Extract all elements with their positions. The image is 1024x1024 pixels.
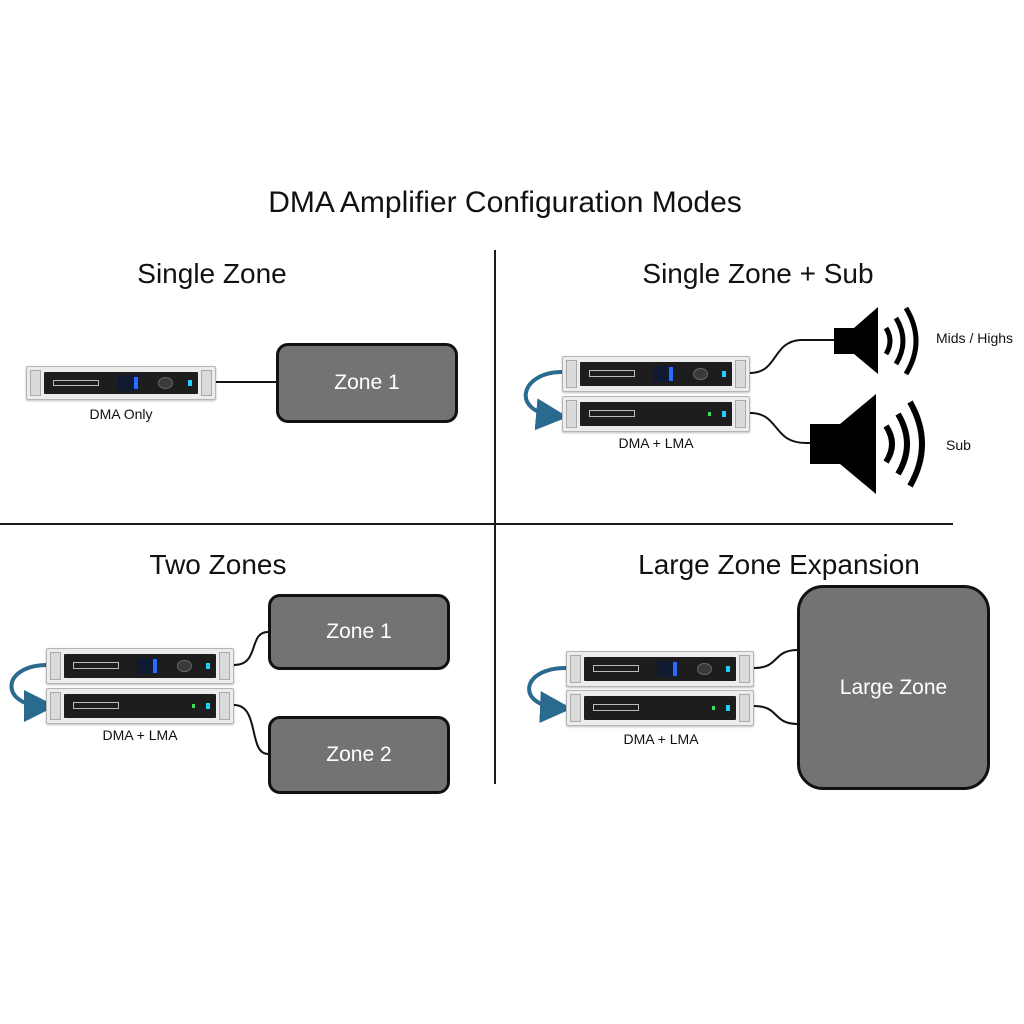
horizontal-divider <box>0 523 953 525</box>
speaker-icon <box>834 306 919 376</box>
diagram-title: DMA Amplifier Configuration Modes <box>268 186 742 219</box>
wire-zone-2 <box>233 704 269 755</box>
lma-amplifier <box>566 690 754 726</box>
single-zone-caption: DMA Only <box>89 406 153 422</box>
wire-sub <box>749 412 810 444</box>
single-zone-title: Single Zone <box>137 258 287 289</box>
sub-label: Sub <box>946 437 971 453</box>
zone-1-box: Zone 1 <box>268 594 450 670</box>
wire-large-zone-b <box>753 705 799 725</box>
lma-amplifier <box>46 688 234 724</box>
speaker-icon <box>810 394 925 494</box>
single-zone-sub-caption: DMA + LMA <box>618 435 694 451</box>
large-zone-box: Large Zone <box>797 585 990 790</box>
two-zones-caption: DMA + LMA <box>102 727 178 743</box>
dma-amplifier <box>562 356 750 392</box>
dma-amplifier <box>46 648 234 684</box>
loop-arrow-icon <box>527 666 572 724</box>
vertical-divider <box>494 250 496 784</box>
single-zone-sub-title: Single Zone + Sub <box>642 258 874 289</box>
zone-2-box: Zone 2 <box>268 716 450 794</box>
wire-large-zone-a <box>753 649 799 669</box>
loop-arrow-icon <box>523 370 568 431</box>
wire-zone-1 <box>233 631 269 666</box>
mids-highs-label: Mids / Highs <box>936 330 1014 346</box>
wire-mids-highs <box>749 339 834 374</box>
large-zone-caption: DMA + LMA <box>623 731 699 747</box>
large-zone-title: Large Zone Expansion <box>638 549 920 580</box>
dma-amplifier <box>566 651 754 687</box>
dma-amplifier <box>26 366 216 400</box>
lma-amplifier <box>562 396 750 432</box>
zone-1-box: Zone 1 <box>276 343 458 423</box>
loop-arrow-icon <box>9 663 56 722</box>
two-zones-title: Two Zones <box>149 549 287 580</box>
